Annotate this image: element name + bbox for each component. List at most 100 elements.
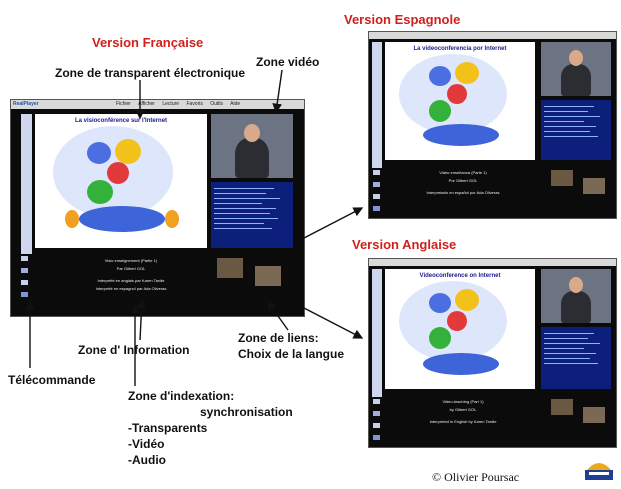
slide-circle-green-es — [429, 100, 451, 122]
slide-circle-yellow-en — [455, 289, 479, 311]
photo-thumbnail-en-1 — [551, 399, 573, 415]
slide-circle-blue — [87, 142, 111, 164]
transparent-zone-es: La videoconferencia por Internet — [385, 42, 535, 160]
photo-thumbnail-es-1 — [551, 170, 573, 186]
spanish-player-window: La videoconferencia por Internet Video e… — [368, 31, 617, 219]
player-menubar-es — [369, 32, 616, 39]
slide-circle-blue-es — [429, 66, 451, 86]
remote-button-en-2[interactable] — [373, 411, 380, 416]
slide-circle-green — [87, 180, 113, 204]
index-strip-en[interactable] — [372, 269, 382, 397]
player-menubar: RealPlayer Fichier Afficher Lecture Favo… — [11, 100, 304, 109]
slide-network-ellipse-es — [423, 124, 499, 146]
info-line-2-en: by Gilbert GOL — [449, 407, 477, 412]
speaker-head-es — [569, 50, 583, 66]
remote-button-1[interactable] — [21, 256, 28, 261]
version-espagnole-title: Version Espagnole — [344, 12, 461, 27]
item-video: -Vidéo — [128, 437, 165, 451]
video-zone-es — [541, 42, 611, 96]
slide-node-left — [65, 210, 79, 228]
video-zone-en — [541, 269, 611, 323]
remote-button-es-3[interactable] — [373, 194, 380, 199]
french-player-window: RealPlayer Fichier Afficher Lecture Favo… — [10, 99, 305, 317]
info-line-2: Par Gilbert GOL — [116, 266, 146, 271]
telecommande-label: Télécommande — [8, 373, 96, 387]
zone-liens-label: Zone de liens: — [238, 331, 319, 345]
video-zone — [211, 114, 293, 178]
slide-circle-green-en — [429, 327, 451, 349]
menu-lecture[interactable]: Lecture — [162, 101, 180, 107]
remote-button-2[interactable] — [21, 268, 28, 273]
index-strip-es[interactable] — [372, 42, 382, 168]
realplayer-logo: RealPlayer — [13, 101, 39, 107]
menu-outils[interactable]: Outils — [210, 101, 224, 107]
slide-title-es: La videoconferencia por Internet — [413, 46, 507, 52]
version-anglaise-title: Version Anglaise — [352, 237, 457, 252]
remote-button-en-1[interactable] — [373, 399, 380, 404]
slide-title: La visioconférence sur l'Internet — [74, 118, 168, 124]
zone-information-label: Zone d' Information — [78, 343, 190, 357]
menu-aide[interactable]: Aide — [230, 101, 241, 107]
slide-title-en: Videoconference on Internet — [419, 273, 501, 279]
transparent-zone-en: Videoconference on Internet — [385, 269, 535, 389]
synchronisation-label: synchronisation — [200, 405, 293, 419]
zone-transparent-label: Zone de transparent électronique — [55, 66, 246, 80]
info-line-1-es: Video enseñanza (Parte 1) — [439, 170, 487, 175]
zone-video-label: Zone vidéo — [256, 55, 320, 69]
arrow-information — [136, 298, 147, 341]
menu-favoris[interactable]: Favoris — [186, 101, 203, 107]
info-line-3-es: Interpretado en español por Ada Oliveras — [426, 190, 500, 195]
links-zone[interactable] — [211, 182, 293, 248]
index-strip[interactable] — [21, 114, 32, 254]
remote-button-en-4[interactable] — [373, 435, 380, 440]
institution-logo — [585, 463, 613, 480]
item-transparents: -Transparents — [128, 421, 208, 435]
menu-afficher[interactable]: Afficher — [138, 101, 155, 107]
choix-langue-label: Choix de la langue — [238, 347, 345, 361]
menu-fichier[interactable]: Fichier — [115, 101, 131, 107]
arrow-to-spanish — [303, 207, 364, 239]
slide-circle-yellow-es — [455, 62, 479, 84]
info-line-1-en: Video-teaching (Part 1) — [442, 399, 484, 404]
slide-circle-blue-en — [429, 293, 451, 313]
slide-circle-red-es — [447, 84, 467, 104]
arrow-liens — [267, 300, 289, 331]
slide-network-ellipse — [79, 206, 165, 232]
remote-button-3[interactable] — [21, 280, 28, 285]
info-line-1: Visio enseignement (Partie 1) — [104, 258, 158, 263]
transparent-zone: La visioconférence sur l'Internet — [35, 114, 207, 248]
speaker-head — [244, 124, 260, 142]
remote-button-es-4[interactable] — [373, 206, 380, 211]
speaker-body-en — [561, 291, 591, 323]
slide-network-ellipse-en — [423, 353, 499, 375]
zone-indexation-label: Zone d'indexation: — [128, 389, 235, 403]
player-menubar-en — [369, 259, 616, 266]
links-zone-en[interactable] — [541, 327, 611, 389]
item-audio: -Audio — [128, 453, 166, 467]
version-francaise-title: Version Française — [92, 35, 204, 50]
info-line-4: Interprété en espagnol par Ada Oliveras — [95, 286, 167, 291]
photo-thumbnail-en-2 — [583, 407, 605, 423]
info-line-3: Interprété en anglais par Karen Tardle — [97, 278, 165, 283]
speaker-body — [235, 138, 269, 178]
photo-thumbnail-1 — [217, 258, 243, 278]
info-line-3-en: Interpreted in English by Karen Tardle — [429, 419, 497, 424]
speaker-head-en — [569, 277, 583, 293]
remote-button-es-1[interactable] — [373, 170, 380, 175]
slide-circle-yellow — [115, 139, 141, 164]
slide-circle-red-en — [447, 311, 467, 331]
remote-button-es-2[interactable] — [373, 182, 380, 187]
arrow-video — [272, 69, 283, 114]
slide-circle-red — [107, 162, 129, 184]
remote-button-4[interactable] — [21, 292, 28, 297]
photo-thumbnail-es-2 — [583, 178, 605, 194]
copyright-text: © Olivier Poursac — [432, 470, 520, 484]
remote-button-en-3[interactable] — [373, 423, 380, 428]
info-line-2-es: Por Gilbert GOL — [448, 178, 478, 183]
photo-thumbnail-2 — [255, 266, 281, 286]
links-zone-es[interactable] — [541, 100, 611, 160]
english-player-window: Videoconference on Internet Video-teachi… — [368, 258, 617, 448]
arrow-to-english — [303, 307, 364, 339]
slide-node-right — [165, 210, 179, 228]
